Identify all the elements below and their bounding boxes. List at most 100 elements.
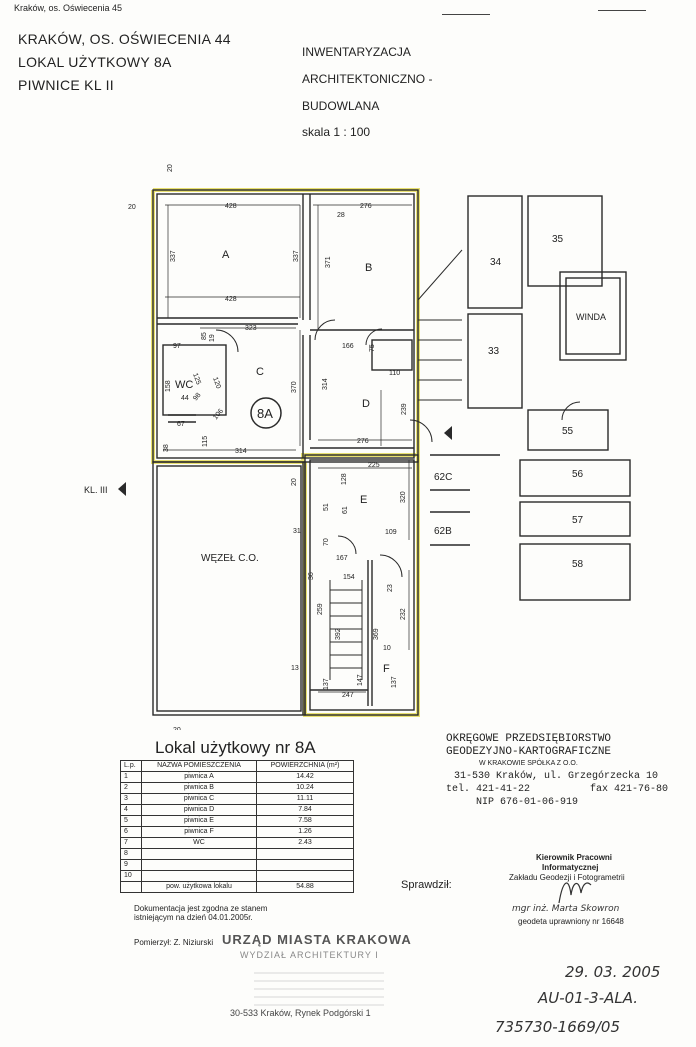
dim-label: 98 <box>192 392 202 403</box>
measured-by: Pomierzył: Z. Niziurski <box>134 938 214 947</box>
dim-label: 128 <box>341 473 348 485</box>
floor-plan: A B C D E F WC WĘZEŁ C.O. WINDA 35 34 33… <box>84 164 631 730</box>
cell-lp: 10 <box>120 870 142 882</box>
dim-label: 28 <box>337 212 345 219</box>
dim-label: 115 <box>202 436 209 447</box>
total-label: pow. użytkowa lokalu <box>141 881 257 893</box>
dim-label: 70 <box>323 538 330 546</box>
title-line3: PIWNICE KL II <box>18 77 114 93</box>
dim-label: 154 <box>343 574 355 581</box>
room-b-label: B <box>365 262 372 274</box>
cell-area: 11.11 <box>256 793 354 805</box>
dim-label: 110 <box>389 370 400 377</box>
ref2-handwritten: 735730-1669/05 <box>495 1018 620 1036</box>
dim-label: 75 <box>369 344 376 352</box>
unit-badge-label: 8A <box>257 406 273 421</box>
cell-area: 14.42 <box>256 771 354 783</box>
cell-area <box>256 848 354 860</box>
header-rule <box>442 14 490 15</box>
walls <box>152 189 419 716</box>
table-row: 8 <box>120 848 354 860</box>
dim-label: 20 <box>128 204 136 211</box>
unit-badge-circle <box>250 397 282 429</box>
company-line4: 31-530 Kraków, ul. Grzegórzecka 10 <box>454 771 659 782</box>
head-line5: geodeta uprawniony nr 16648 <box>518 917 624 926</box>
room-a-label: A <box>222 249 230 261</box>
table-total-row: pow. użytkowa lokalu 54.88 <box>120 881 354 893</box>
room-55-label: 55 <box>562 426 574 437</box>
dim-label: 392 <box>335 628 342 640</box>
dim-label: 10 <box>383 645 391 652</box>
dim-label: 19 <box>209 334 216 342</box>
room-c-label: C <box>256 366 264 378</box>
date-handwritten: 29. 03. 2005 <box>565 963 661 981</box>
room-wezel-label: WĘZEŁ C.O. <box>201 553 259 564</box>
dim-label: 323 <box>245 325 257 332</box>
dim-label: 137 <box>323 678 330 690</box>
stair-label: KL. III <box>84 485 108 495</box>
col-lp: L.p. <box>120 760 142 772</box>
title-line1: KRAKÓW, OS. OŚWIECENIA 44 <box>18 31 231 47</box>
inventory-line2: ARCHITEKTONICZNO - <box>302 72 433 86</box>
cell-lp: 4 <box>120 804 142 816</box>
entrance-arrow <box>444 426 452 440</box>
dim-label: 167 <box>336 555 348 562</box>
dim-label: 320 <box>400 491 407 503</box>
dim-label: 23 <box>387 584 394 592</box>
dim-label: 337 <box>170 250 177 262</box>
kl3-arrow <box>118 482 126 496</box>
cell-name: piwnica A <box>141 771 257 783</box>
dim-label: 370 <box>291 381 298 393</box>
company-line5: tel. 421-41-22 fax 421-76-80 <box>446 784 669 795</box>
cell-area <box>256 859 354 871</box>
room-56-label: 56 <box>572 469 584 480</box>
cell-name: piwnica F <box>141 826 257 838</box>
inventory-scale: skala 1 : 100 <box>302 125 371 139</box>
cell-lp: 7 <box>120 837 142 849</box>
room-d-label: D <box>362 398 370 410</box>
dim-label: 232 <box>400 608 407 620</box>
neighbour-rooms <box>430 195 631 601</box>
dim-label: 97 <box>173 343 181 350</box>
dim-label: 259 <box>317 603 324 615</box>
dim-label: 20 <box>291 478 298 486</box>
dim-label: 371 <box>325 256 332 268</box>
ref1-handwritten: AU-01-3-ALA. <box>538 989 639 1007</box>
dim-label: 276 <box>357 438 369 445</box>
dim-label: 51 <box>323 503 330 511</box>
room-62c-label: 62C <box>434 472 452 483</box>
dim-label: 13 <box>291 665 299 672</box>
dim-label: 44 <box>181 395 189 402</box>
stairs <box>329 249 463 680</box>
head-line4: mgr inż. Marta Skowron <box>512 904 620 914</box>
dim-label: 428 <box>225 296 237 303</box>
cell-name: piwnica D <box>141 804 257 816</box>
stamp-blur <box>254 968 384 1006</box>
col-area: POWIERZCHNIA (m²) <box>256 760 354 772</box>
dim-label: 428 <box>225 203 237 210</box>
cell-area: 1.26 <box>256 826 354 838</box>
dim-label: 125 <box>191 372 202 385</box>
dim-label: 20 <box>167 164 174 172</box>
head-line2: Informatycznej <box>542 863 599 872</box>
area-table: L.p. NAZWA POMIESZCZENIA POWIERZCHNIA (m… <box>120 760 354 893</box>
total-value: 54.88 <box>256 881 354 893</box>
cell-area: 7.84 <box>256 804 354 816</box>
cell-name <box>141 859 257 871</box>
dim-label: 137 <box>391 676 398 688</box>
header-rule <box>598 10 646 11</box>
dim-label: 158 <box>165 380 172 392</box>
dim-label: 369 <box>373 628 380 640</box>
dim-label: 36 <box>308 572 315 580</box>
company-line1: OKRĘGOWE PRZEDSIĘBIORSTWO <box>446 733 612 745</box>
dim-label: 20 <box>173 727 181 730</box>
top-address: Kraków, os. Oświecenia 45 <box>14 3 123 13</box>
table-header-row: L.p. NAZWA POMIESZCZENIA POWIERZCHNIA (m… <box>120 760 354 772</box>
dim-label: 109 <box>385 529 397 536</box>
cell-lp: 9 <box>120 859 142 871</box>
dim-label: 314 <box>322 378 329 390</box>
head-line1: Kierownik Pracowni <box>536 853 613 862</box>
dim-label: 247 <box>342 692 354 699</box>
title-line2: LOKAL UŻYTKOWY 8A <box>18 54 172 70</box>
